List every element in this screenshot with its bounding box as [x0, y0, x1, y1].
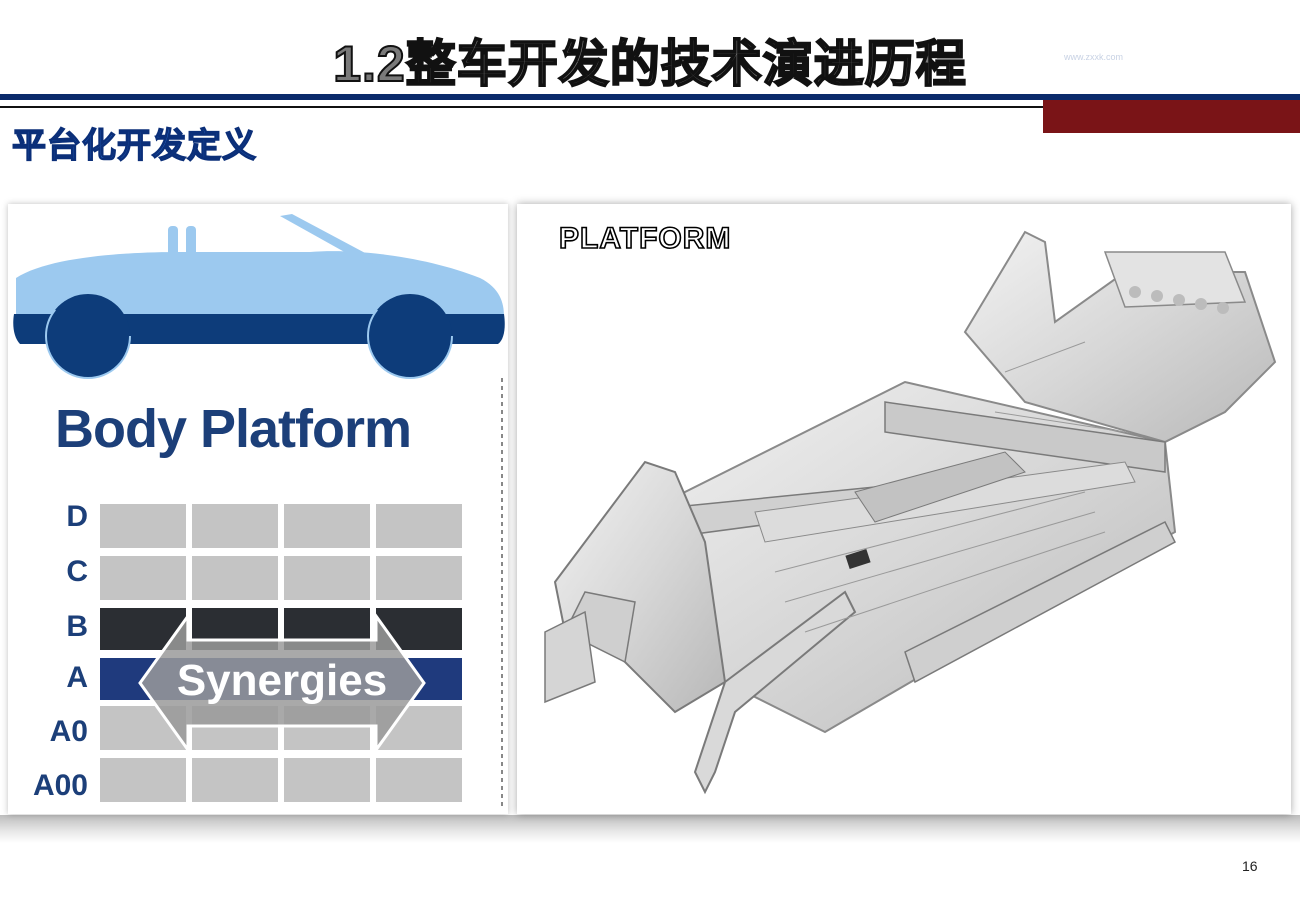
vehicle-platform-illustration	[544, 230, 1277, 795]
panel-shadow	[0, 815, 1300, 843]
row-label-d: D	[66, 500, 88, 533]
row-label-b: B	[66, 610, 88, 643]
row-label-a: A	[66, 661, 88, 694]
section-subtitle: 平台化开发定义	[11, 126, 257, 165]
platform-label: PLATFORM	[558, 221, 732, 256]
convertible-car-illustration	[13, 214, 505, 379]
body-platform-heading: Body Platform	[55, 399, 412, 459]
row-label-a0: A0	[49, 715, 88, 748]
slide-title: 1.2整车开发的技术演进历程	[332, 35, 967, 93]
dotted-divider	[501, 378, 503, 808]
title-rule	[0, 94, 1300, 100]
row-label-c: C	[66, 555, 88, 588]
title-rule-thin	[0, 106, 1300, 108]
watermark: www.zxxk.com	[1064, 52, 1124, 62]
row-label-a00: A00	[32, 769, 88, 802]
segment-grid	[100, 504, 462, 802]
synergies-arrow-label: Synergies	[176, 656, 388, 705]
page-number: 16	[1242, 858, 1258, 874]
accent-block	[1043, 100, 1300, 133]
